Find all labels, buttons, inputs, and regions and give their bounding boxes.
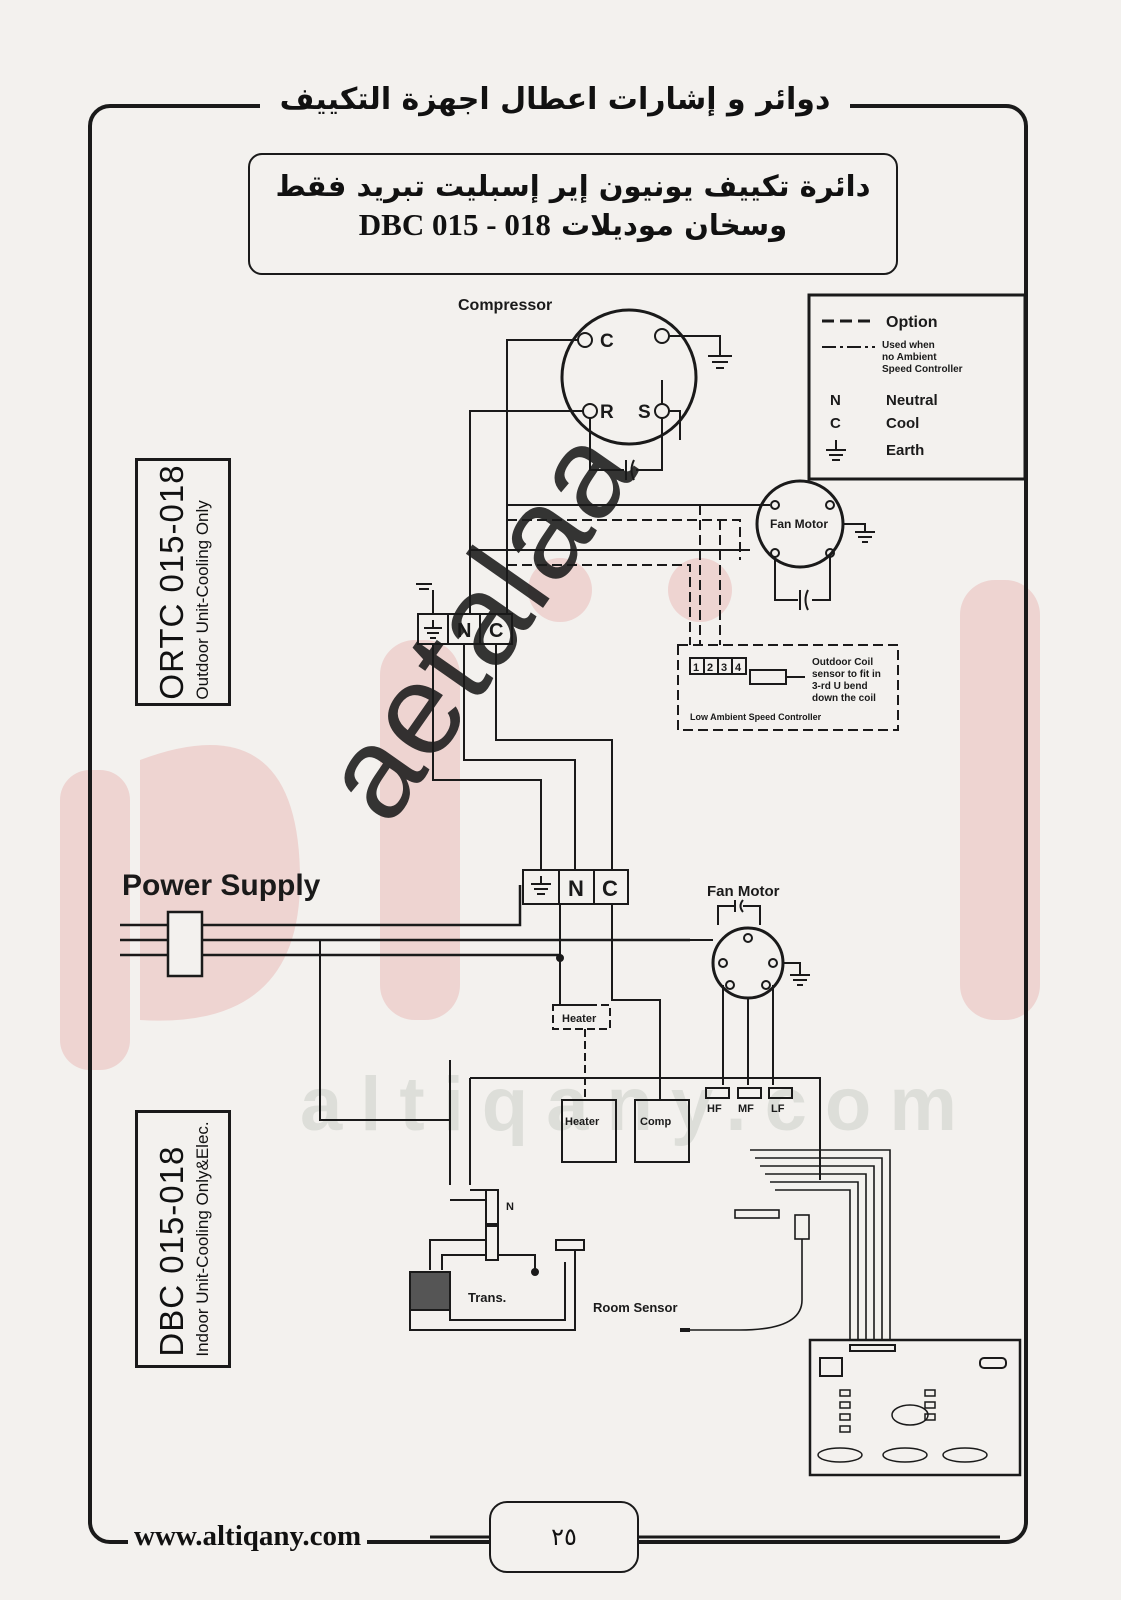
site-watermark: altiqany.com: [300, 1062, 975, 1147]
power-supply-label: Power Supply: [122, 869, 321, 902]
compressor-s-label: S: [638, 402, 651, 423]
indoor-terminal-block: N C: [522, 869, 629, 905]
footer-url[interactable]: www.altiqany.com: [128, 1520, 368, 1553]
speed-controller-label: Low Ambient Speed Controller: [690, 712, 822, 722]
outdoor-fan-motor-label: Fan Motor: [770, 517, 828, 531]
heater-relay-label: Heater: [565, 1116, 600, 1128]
indoor-terminal-c: C: [602, 876, 618, 901]
legend-used-when-1: Used when: [882, 340, 935, 351]
mf-label: MF: [738, 1103, 754, 1115]
speed-terminal-3: 3: [721, 662, 727, 674]
legend-earth: Earth: [886, 442, 924, 459]
title-model: DBC 015 - 018: [358, 207, 551, 242]
hf-label: HF: [707, 1103, 722, 1115]
heater-section: Heater Heater Comp HF MF LF: [319, 905, 821, 1185]
compressor: Compressor C R S: [458, 297, 732, 481]
legend-used-when-3: Speed Controller: [882, 364, 963, 375]
legend-neutral-key: N: [830, 392, 841, 409]
title-box: دائرة تكييف يونيون إير إسبليت تبريد فقط …: [248, 153, 898, 275]
title-line-1: دائرة تكييف يونيون إير إسبليت تبريد فقط: [275, 169, 871, 203]
coil-sensor-1: Outdoor Coil: [812, 657, 873, 668]
indoor-terminal-n: N: [568, 876, 584, 901]
legend-option: Option: [886, 314, 938, 331]
legend-cool-key: C: [830, 415, 841, 432]
heater-label: Heater: [562, 1013, 597, 1025]
legend-used-when-2: no Ambient: [882, 352, 937, 363]
coil-sensor-3: 3-rd U bend: [812, 681, 868, 692]
compressor-r-label: R: [600, 402, 614, 423]
page-number: ٢٥: [489, 1501, 639, 1573]
coil-sensor-2: sensor to fit in: [812, 669, 881, 680]
transformer-section: N Trans. Room Sensor: [409, 1189, 690, 1332]
comp-relay-label: Comp: [640, 1116, 671, 1128]
wire-bundle: [690, 1149, 891, 1350]
room-sensor-label: Room Sensor: [593, 1300, 678, 1315]
outdoor-terminal-block: N C: [416, 583, 513, 645]
title-line-2: DBC 015 - 018 وسخان موديلات: [250, 207, 896, 243]
speed-terminal-1: 1: [693, 662, 699, 674]
title-arabic: وسخان موديلات: [560, 208, 788, 242]
lf-label: LF: [771, 1103, 785, 1115]
outdoor-unit-box: ORTC 015-018 Outdoor Unit-Cooling Only: [135, 458, 231, 706]
speed-terminal-4: 4: [735, 662, 742, 674]
speed-terminal-2: 2: [707, 662, 713, 674]
control-board: [808, 1338, 1022, 1477]
indoor-fan-motor: Fan Motor: [690, 883, 810, 1085]
outdoor-wiring: [432, 339, 770, 870]
legend-box: Option Used when no Ambient Speed Contro…: [807, 293, 1027, 481]
legend-earth-icon: [826, 440, 846, 461]
outdoor-fan-motor: Fan Motor: [755, 479, 875, 611]
page-header: دوائر و إشارات اعطال اجهزة التكييف: [260, 72, 850, 128]
outdoor-terminal-n: N: [457, 620, 471, 642]
compressor-label: Compressor: [458, 297, 552, 314]
indoor-fan-motor-label: Fan Motor: [707, 883, 780, 900]
coil-sensor-4: down the coil: [812, 693, 876, 704]
power-supply: Power Supply: [120, 869, 690, 978]
n-terminal-label: N: [506, 1201, 514, 1213]
trans-label: Trans.: [468, 1290, 506, 1305]
indoor-unit-box: DBC 015-018 Indoor Unit-Cooling Only&Ele…: [135, 1110, 231, 1368]
speed-controller: 1 2 3 4 Outdoor Coil sensor to fit in 3-…: [677, 644, 899, 731]
legend-cool: Cool: [886, 415, 919, 432]
legend-neutral: Neutral: [886, 392, 938, 409]
compressor-c-label: C: [600, 331, 614, 352]
outdoor-terminal-c: C: [489, 620, 503, 642]
